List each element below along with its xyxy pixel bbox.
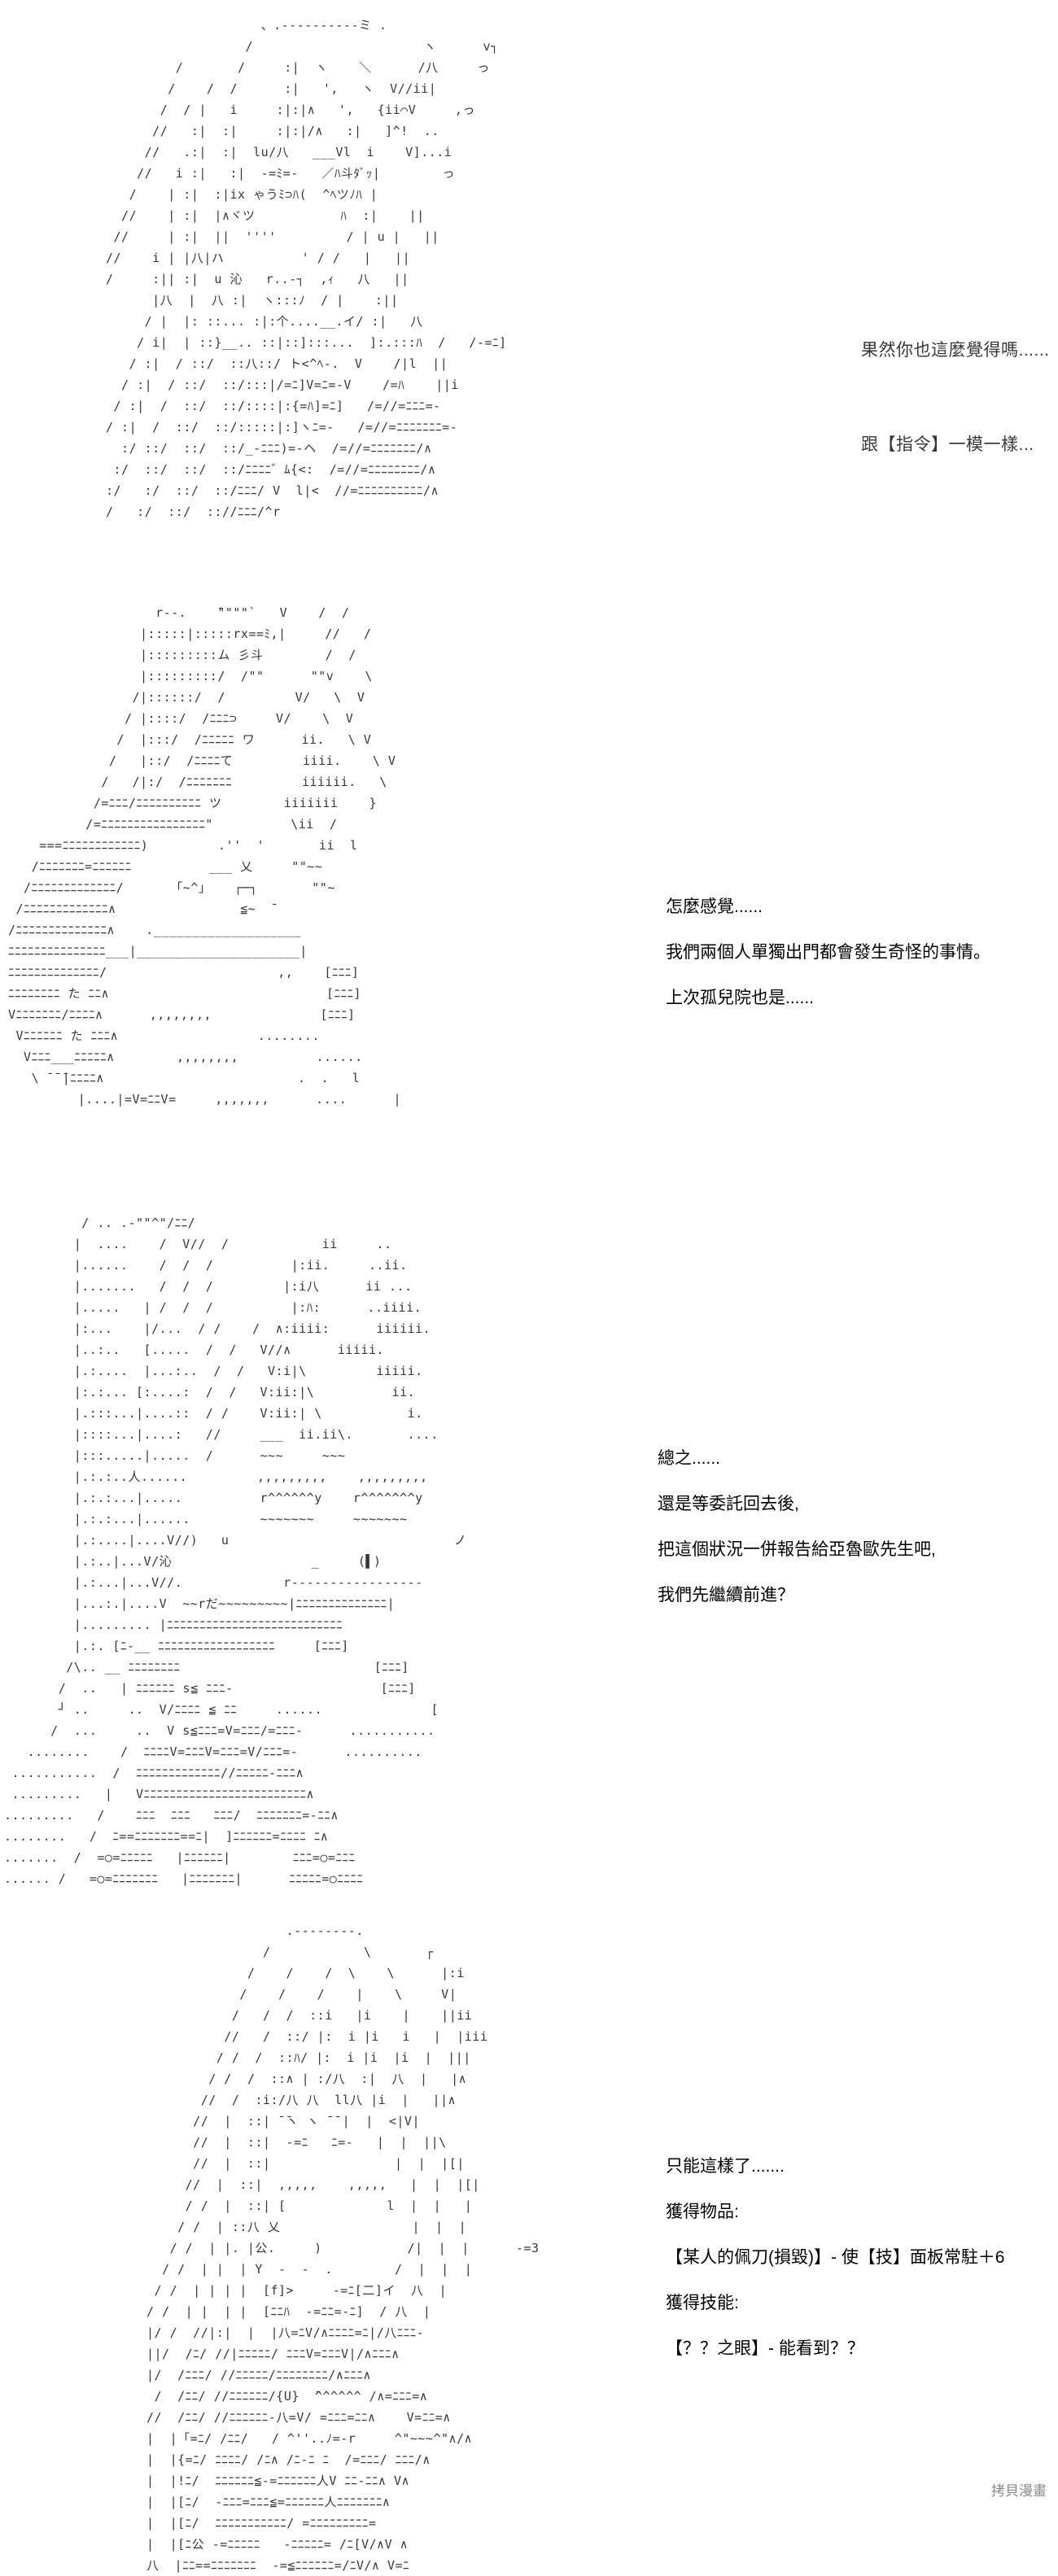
dialogue-line: 【？？之眼】- 能看到？？ [666,2339,864,2358]
ascii-art-illustration: .-‐‐‐‐‐‐‐. / \ ┌ / / / \ \ |:i / / / | \… [146,1923,540,2573]
ascii-art-illustration: / .. .-""^"/ﾆﾆ/ | .... / V// / ii .. |..… [4,1216,467,1886]
dialogue-line: 跟【指令】一模一樣... [861,435,1034,454]
panel-4: .-‐‐‐‐‐‐‐. / \ ┌ / / / \ \ |:i / / / | \… [0,1904,1058,2573]
ascii-art-illustration: 、.--‐‐‐‐‐‐‐‐ミ . / ヽ v┐ / / :| ヽ ＼ /八 っ /… [106,15,1049,544]
dialogue-line: 把這個狀況一併報告給亞魯歐先生吧, [658,1540,936,1559]
dialogue-line: 怎麼感覺...... [666,897,763,916]
dialogue-4: 只能這樣了....... 獲得物品: 【某人的佩刀(損毀)】- 使【技】面板常駐… [666,2155,1005,2382]
dialogue-line: 我們先繼續前進？ [658,1586,794,1605]
dialogue-3: 總之...... 還是等委託回去後, 把這個狀況一併報告給亞魯歐先生吧, 我們先… [658,1447,936,1629]
dialogue-line: 還是等委託回去後, [658,1495,799,1513]
ascii-art-illustration: r--. ̄""""` V / / |:::::|:::::rx==ﾐ,| //… [8,605,402,1107]
dialogue-line: 只能這樣了....... [666,2157,785,2176]
panel-3: / .. .-""^"/ﾆﾆ/ | .... / V// / ii .. |..… [0,1196,1058,1904]
dialogue-line: 【某人的佩刀(損毀)】- 使【技】面板常駐＋6 [666,2248,1005,2267]
dialogue-line: 果然你也這麼覺得嗎...... [861,341,1050,360]
dialogue-line: 總之...... [658,1449,721,1468]
dialogue-line: 獲得技能: [666,2294,739,2312]
dialogue-line: 獲得物品: [666,2203,739,2221]
panel-2: r--. ̄""""` V / / |:::::|:::::rx==ﾐ,| //… [0,578,1058,1196]
dialogue-1: 果然你也這麼覺得嗎...... 跟【指令】一模一樣... [861,290,1050,527]
dialogue-line: 我們兩個人單獨出門都會發生奇怪的事情。 [666,943,990,962]
dialogue-line: 上次孤兒院也是...... [666,989,815,1007]
panel-1: 、.--‐‐‐‐‐‐‐‐ミ . / ヽ v┐ / / :| ヽ ＼ /八 っ /… [0,0,1058,578]
watermark: 拷貝漫畫 [991,2483,1047,2499]
dialogue-2: 怎麼感覺...... 我們兩個人單獨出門都會發生奇怪的事情。 上次孤兒院也是..… [666,895,990,1032]
